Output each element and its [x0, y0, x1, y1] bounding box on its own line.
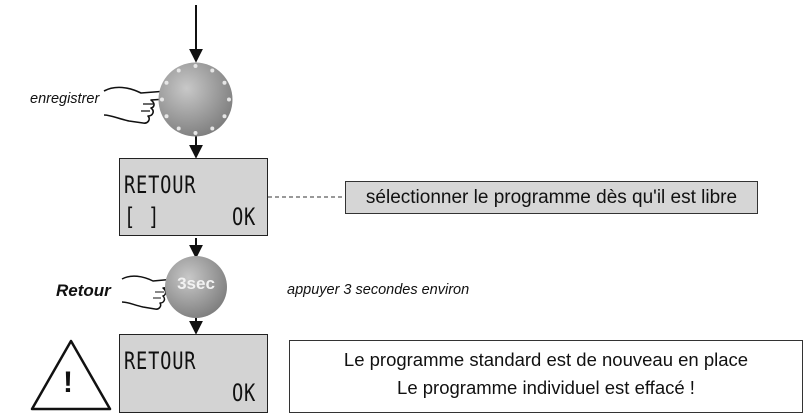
- back-label: Retour: [56, 281, 111, 300]
- lcd-slot-indicator: [ ]: [124, 203, 161, 231]
- back-button-3sec[interactable]: 3sec: [164, 255, 228, 319]
- lcd-line1: RETOUR: [124, 347, 197, 375]
- selector-knob-icon: [165, 256, 227, 318]
- save-label: enregistrer: [30, 91, 100, 107]
- result-line2: Le programme individuel est effacé !: [397, 377, 695, 398]
- press-hint: appuyer 3 secondes environ: [287, 282, 470, 298]
- result-info-box: Le programme standard est de nouveau en …: [289, 340, 803, 413]
- lcd-display-confirm: RETOUR OK: [119, 334, 268, 413]
- select-program-note: sélectionner le programme dès qu'il est …: [345, 181, 758, 214]
- selector-knob-icon[interactable]: [157, 61, 234, 138]
- lcd-ok: OK: [232, 379, 257, 407]
- result-line1: Le programme standard est de nouveau en …: [343, 349, 749, 370]
- pointing-hand-icon: [103, 86, 173, 124]
- lcd-line1: RETOUR: [124, 171, 197, 199]
- warning-triangle-icon: [30, 339, 112, 411]
- warning-symbol: !: [63, 366, 73, 399]
- lcd-display-select: RETOUR [ ] OK: [119, 158, 268, 236]
- lcd-ok: OK: [232, 203, 257, 231]
- timer-badge: 3sec: [177, 274, 215, 293]
